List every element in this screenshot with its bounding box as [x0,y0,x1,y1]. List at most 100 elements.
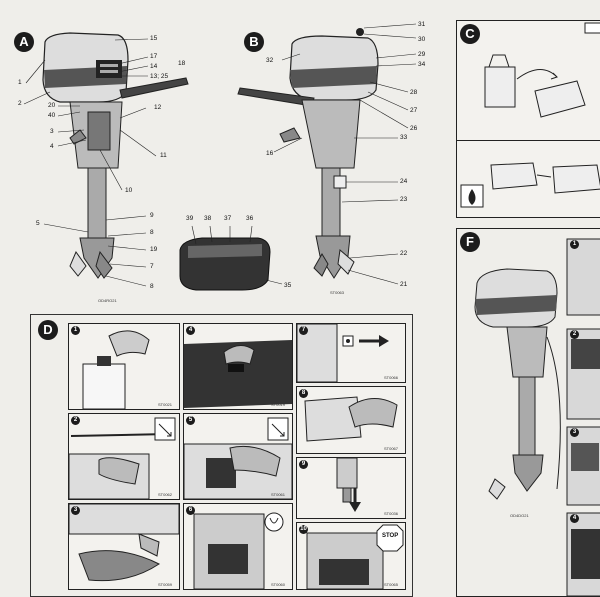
callout-20: 20 [48,102,56,109]
gear-shift-illustration [297,324,389,382]
pull-starter-illustration [304,396,398,442]
callout-27: 27 [410,107,418,114]
callout-33: 33 [400,134,408,141]
callout-10: 10 [125,187,133,194]
callout-31: 31 [418,21,426,28]
d-step-code-10: ST0065 [384,582,399,587]
d-step-badge-7: 7 [299,326,308,335]
callout-8b: 8 [150,283,154,290]
d-step-badge-6: 6 [186,506,195,515]
d-step-frame-10 [296,522,406,590]
f-step-badge-1: 1 [570,240,579,249]
callout-29: 29 [418,51,426,58]
callout-30: 30 [418,36,426,43]
d-step-badge-9: 9 [299,460,308,469]
section-f-badge: F [460,232,480,252]
callout-4: 4 [50,143,54,150]
callout-21: 21 [400,281,408,288]
fuel-tank-fill-illustration [460,162,600,208]
d-step-code-3: ST0059 [158,582,173,587]
stop-sign-label: STOP [382,533,399,539]
callout-39: 39 [186,215,194,222]
d-step-frame-5 [183,413,293,500]
outboard-motor-left-view [23,32,189,287]
section-b-code: ST0063 [330,290,345,295]
callout-40: 40 [48,112,56,119]
cooling-water-check-illustration [336,458,361,512]
callout-32: 32 [266,57,274,64]
callout-37: 37 [224,215,232,222]
d-step-frame-3 [68,503,180,590]
callout-16: 16 [266,150,274,157]
d-step-badge-10: 10 [299,525,308,534]
section-b-badge: B [244,32,264,52]
callout-36: 36 [246,215,254,222]
d-step-code-9: ST0036 [384,511,399,516]
section-f-panel [456,228,600,597]
callout-11: 11 [160,152,167,159]
callout-7: 7 [150,263,154,270]
section-c-badge: C [460,24,480,44]
callout-19: 19 [150,246,158,253]
d-step-badge-8: 8 [299,389,308,398]
callout-8a: 8 [150,229,154,236]
callout-17: 17 [150,53,158,60]
callout-13-25: 13; 25 [150,73,169,80]
stop-button-illustration [306,524,404,589]
section-f-code: OD4DO21 [510,513,529,518]
d-step-badge-4: 4 [186,326,195,335]
d-step-frame-8 [296,386,406,454]
f-step-badge-3: 3 [570,428,579,437]
section-c-panel-bottom [456,140,600,218]
callout-2: 2 [18,100,22,107]
d-step-frame-7 [296,323,406,383]
callout-35: 35 [284,282,292,289]
choke-knob-illustration [184,417,292,499]
callout-3: 3 [50,128,54,135]
d-step-badge-1: 1 [71,326,80,335]
section-c-panel-top [456,20,600,142]
d-step-code-5: ST0061 [271,492,286,497]
d-step-code-7: ST0066 [384,375,399,380]
callout-14: 14 [150,63,158,70]
f-step-badge-2: 2 [570,330,579,339]
d-step-code-2: ST0062 [158,492,173,497]
callout-12: 12 [154,104,162,111]
f-step-badge-4: 4 [570,514,579,523]
connect-fuel-line-illustration [69,417,176,499]
d-step-badge-2: 2 [71,416,80,425]
d-step-code-6: ST0060 [271,582,286,587]
hook-icon [269,517,279,524]
d-step-frame-1 [68,323,180,410]
callout-15: 15 [150,35,158,42]
d-step-badge-3: 3 [71,506,80,515]
callout-34: 34 [418,61,426,68]
d-step-code-1: ST0021 [158,402,173,407]
section-d-badge: D [38,320,58,340]
d-step-frame-4 [183,323,293,410]
d-step-frame-9 [296,457,406,519]
section-a-badge: A [14,32,34,52]
callout-28: 28 [410,89,418,96]
d-step-badge-5: 5 [186,416,195,425]
callout-5: 5 [36,220,40,227]
d-step-code-8: ST0067 [384,446,399,451]
callout-38: 38 [204,215,212,222]
callout-24: 24 [400,178,408,185]
callout-18: 18 [178,60,186,67]
throttle-grip-illustration [193,512,284,589]
callout-22: 22 [400,250,408,257]
callout-9: 9 [150,212,154,219]
d-step-code-4: ST0019 [271,402,286,407]
prime-bulb-illustration [69,504,179,582]
tank-vent-illustration [184,340,292,408]
callout-23: 23 [400,196,408,203]
callout-1: 1 [18,79,22,86]
d-step-frame-6 [183,503,293,590]
outboard-motor-right-view [237,23,417,285]
section-a-code: OD4RO21 [98,298,117,303]
fuel-tank [179,225,283,291]
outboard-motor-f-view [474,238,600,596]
callout-26: 26 [410,125,418,132]
d-step-frame-2 [68,413,180,500]
